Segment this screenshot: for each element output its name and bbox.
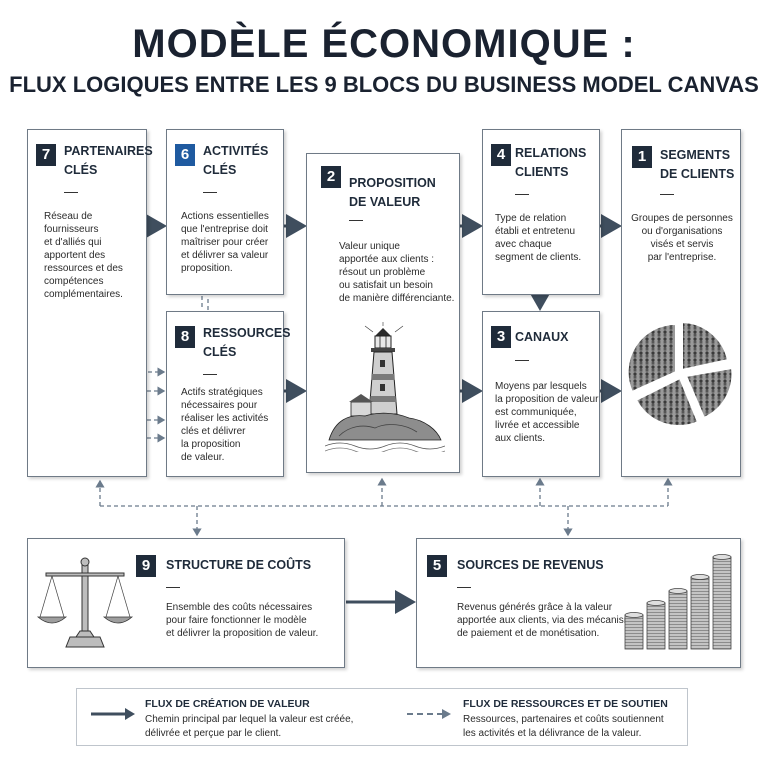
- block-title: SEGMENTS DE CLIENTS: [660, 148, 735, 181]
- block-title: RESSOURCES CLÉS: [203, 326, 291, 359]
- block-structure-de-couts: 9 STRUCTURE DE COÛTS Ensemble des coûts …: [27, 538, 345, 668]
- block-number: 6: [175, 144, 195, 166]
- legend: FLUX DE CRÉATION DE VALEUR Chemin princi…: [76, 688, 688, 746]
- block-activites-cles: 6 ACTIVITÉS CLÉS Actions essentielles qu…: [166, 129, 284, 295]
- divider: [64, 192, 78, 193]
- block-sources-de-revenus: 5 SOURCES DE REVENUS Revenus générés grâ…: [416, 538, 741, 668]
- divider: [349, 220, 363, 221]
- block-title: RELATIONS CLIENTS: [515, 146, 587, 179]
- divider: [660, 194, 674, 195]
- legend-creation-title: FLUX DE CRÉATION DE VALEUR: [145, 698, 310, 710]
- divider: [203, 374, 217, 375]
- block-title: PROPOSITION DE VALEUR: [349, 176, 436, 209]
- block-title: SOURCES DE REVENUS: [457, 558, 604, 572]
- legend-creation-description: Chemin principal par lequel la valeur es…: [145, 714, 354, 739]
- block-description: Actifs stratégiques nécessaires pour réa…: [181, 387, 269, 463]
- block-description: Actions essentielles que l'entreprise do…: [181, 211, 269, 274]
- block-ressources-cles: 8 RESSOURCES CLÉS Actifs stratégiques né…: [166, 311, 291, 477]
- block-number: 4: [491, 144, 511, 166]
- block-number: 8: [175, 326, 195, 348]
- block-segments-de-clients: 1 SEGMENTS DE CLIENTS Groupes de personn…: [621, 129, 741, 477]
- block-number: 3: [491, 326, 511, 348]
- block-description: Type de relation établi et entretenu ave…: [495, 213, 582, 263]
- divider: [515, 360, 529, 361]
- legend-soutien-description: Ressources, partenaires et coûts soutien…: [463, 714, 664, 739]
- block-description: Valeur unique apportée aux clients : rés…: [339, 241, 455, 304]
- solid-arrow-icon: [91, 708, 135, 720]
- block-description: Revenus générés grâce à la valeur apport…: [457, 602, 643, 639]
- block-number: 1: [632, 146, 652, 168]
- divider: [166, 587, 180, 588]
- coin-stacks-illustration: [624, 554, 732, 650]
- page-subtitle: FLUX LOGIQUES ENTRE LES 9 BLOCS DU BUSIN…: [9, 72, 759, 97]
- block-number: 2: [321, 166, 341, 188]
- block-title: ACTIVITÉS CLÉS: [203, 144, 269, 177]
- block-title: CANAUX: [515, 330, 569, 344]
- dashed-arrow-icon: [407, 709, 451, 719]
- block-relations-clients: 4 RELATIONS CLIENTS Type de relation éta…: [482, 129, 600, 295]
- divider: [457, 587, 471, 588]
- block-number: 5: [427, 555, 447, 577]
- divider: [515, 194, 529, 195]
- divider: [203, 192, 217, 193]
- balance-scale-illustration: [36, 557, 134, 648]
- block-title: PARTENAIRES CLÉS: [64, 144, 153, 177]
- legend-soutien-title: FLUX DE RESSOURCES ET DE SOUTIEN: [463, 698, 668, 710]
- block-proposition-de-valeur: 2 PROPOSITION DE VALEUR Valeur unique ap…: [306, 153, 460, 473]
- block-description: Ensemble des coûts nécessaires pour fair…: [166, 602, 319, 639]
- block-partenaires-cles: 7 PARTENAIRES CLÉS Réseau de fournisseur…: [27, 129, 153, 477]
- block-title: STRUCTURE DE COÛTS: [166, 558, 312, 572]
- lighthouse-illustration: [325, 322, 445, 452]
- block-number: 7: [36, 144, 56, 166]
- block-description: Réseau de fournisseurs et d'alliés qui a…: [44, 211, 123, 300]
- block-canaux: 3 CANAUX Moyens par lesquels la proposit…: [482, 311, 600, 477]
- block-number: 9: [136, 555, 156, 577]
- block-description: Groupes de personnes ou d'organisations …: [631, 213, 733, 263]
- block-description: Moyens par lesquels la proposition de va…: [495, 381, 599, 444]
- crowd-pie-illustration: [626, 320, 734, 427]
- page-title: MODÈLE ÉCONOMIQUE :: [132, 22, 636, 66]
